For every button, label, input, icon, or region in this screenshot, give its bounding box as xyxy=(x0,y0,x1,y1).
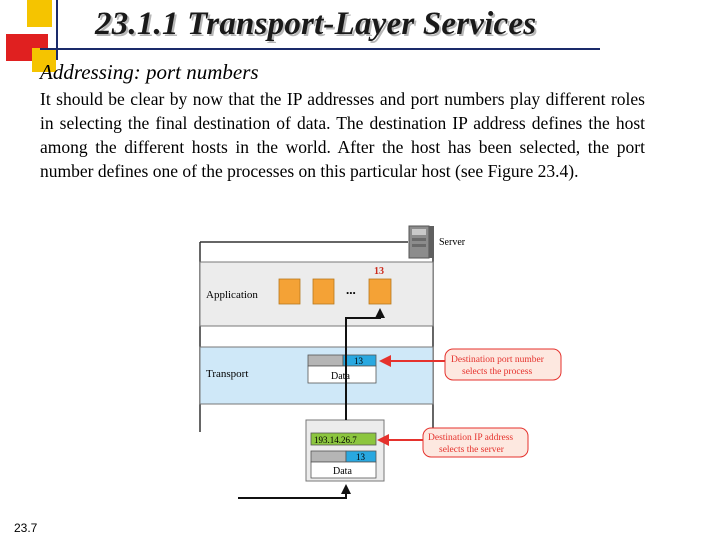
server-icon xyxy=(408,225,434,259)
flow-path-lower xyxy=(238,484,351,499)
datagram-ip-label: 193.14.26.7 xyxy=(314,435,357,445)
process-port-label: 13 xyxy=(374,266,384,277)
callout-port-box xyxy=(444,348,562,381)
datagram-data-cell xyxy=(310,461,377,479)
process-box-2 xyxy=(312,278,335,305)
server-label: Server xyxy=(439,237,466,248)
flow-path-upper xyxy=(345,308,385,420)
deco-yellow-square-bottom xyxy=(32,48,56,72)
datagram-port-label: 13 xyxy=(356,452,366,462)
datagram-ip-cell xyxy=(310,432,377,446)
callout-ip-box xyxy=(422,427,529,458)
deco-horizontal-line xyxy=(40,48,600,50)
slide-title: 23.1.1 Transport-Layer Services xyxy=(95,6,537,42)
section-subtitle: Addressing: port numbers xyxy=(40,60,259,84)
process-box-1 xyxy=(278,278,301,305)
process-box-13 xyxy=(368,278,392,305)
segment-data-label: Data xyxy=(331,371,350,382)
callout-port-line2: selects the process xyxy=(462,367,532,377)
process-ellipsis: ... xyxy=(346,282,356,297)
deco-yellow-square-top xyxy=(27,0,52,27)
datagram-header-gray xyxy=(310,450,347,463)
application-label: Application xyxy=(206,289,258,301)
deco-vertical-line xyxy=(56,0,58,60)
segment-port-label: 13 xyxy=(354,356,364,366)
segment-header-gray xyxy=(307,354,344,367)
callout-ip-line1: Destination IP address xyxy=(428,433,513,443)
segment-data-cell xyxy=(307,365,377,384)
body-paragraph: It should be clear by now that the IP ad… xyxy=(40,89,645,181)
transport-label: Transport xyxy=(206,368,248,380)
callout-ip-line2: selects the server xyxy=(439,445,505,455)
slide-number: 23.7 xyxy=(14,521,38,535)
callout-port-line1: Destination port number xyxy=(451,355,545,365)
datagram-data-label: Data xyxy=(333,466,352,477)
